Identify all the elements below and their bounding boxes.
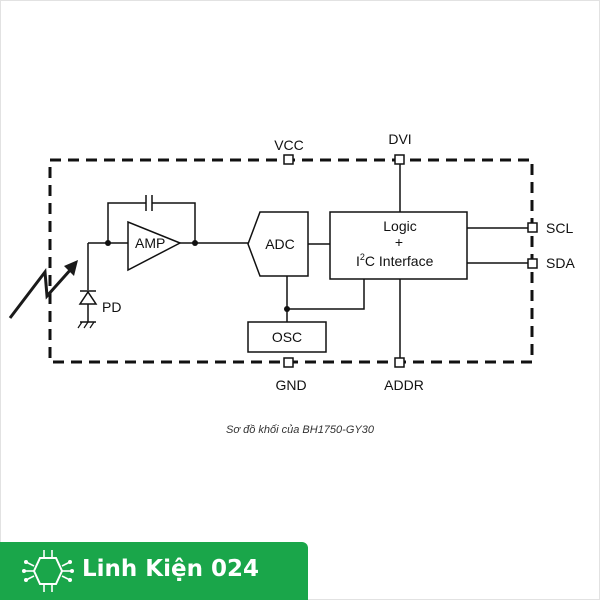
dvi-label: DVI <box>388 131 411 147</box>
osc-block <box>247 321 327 353</box>
photodiode-symbol <box>78 290 98 305</box>
i2c-interface-label: I2C Interface <box>356 252 434 269</box>
gnd-label: GND <box>275 377 306 393</box>
amp-label: AMP <box>135 235 165 251</box>
osc-junction-dot <box>284 306 290 312</box>
scl-label: SCL <box>546 220 573 236</box>
logic-block <box>329 211 468 280</box>
addr-pin <box>394 357 405 368</box>
brand-name: Linh Kiện 024 <box>82 556 259 582</box>
brand-banner: Linh Kiện 024 <box>0 542 308 600</box>
adc-block <box>247 211 309 277</box>
ground-hatch-1 <box>77 321 83 329</box>
block-diagram: VCC DVI GND ADDR SCL SDA Logic + I2C Int… <box>8 131 575 393</box>
ground-hatch-2 <box>83 321 89 329</box>
dvi-pin <box>394 154 405 165</box>
amp-triangle <box>127 220 182 272</box>
vcc-label: VCC <box>274 137 304 153</box>
feedback-wire-left <box>107 202 146 243</box>
chip-logo-icon <box>22 550 74 592</box>
osc-label: OSC <box>272 329 302 345</box>
light-arrow-head <box>64 260 78 276</box>
gnd-pin <box>283 357 294 368</box>
i2c-sup: 2 <box>360 252 365 262</box>
pd-label: PD <box>102 299 121 315</box>
adc-label: ADC <box>265 236 295 252</box>
sda-pin <box>527 258 538 269</box>
diagram-caption: Sơ đồ khối của BH1750-GY30 <box>226 424 374 436</box>
addr-label: ADDR <box>384 377 424 393</box>
i2c-rest: C Interface <box>365 253 434 269</box>
scl-pin <box>527 222 538 233</box>
ground-hatch-3 <box>89 321 95 329</box>
sda-label: SDA <box>546 255 575 271</box>
osc-to-logic-wire <box>287 279 365 310</box>
feedback-wire-right <box>152 202 196 243</box>
light-arrow <box>8 267 74 319</box>
logic-label: Logic <box>383 218 416 234</box>
logic-plus: + <box>395 234 403 250</box>
vcc-pin <box>283 154 294 165</box>
i2c-i: I <box>356 253 360 269</box>
